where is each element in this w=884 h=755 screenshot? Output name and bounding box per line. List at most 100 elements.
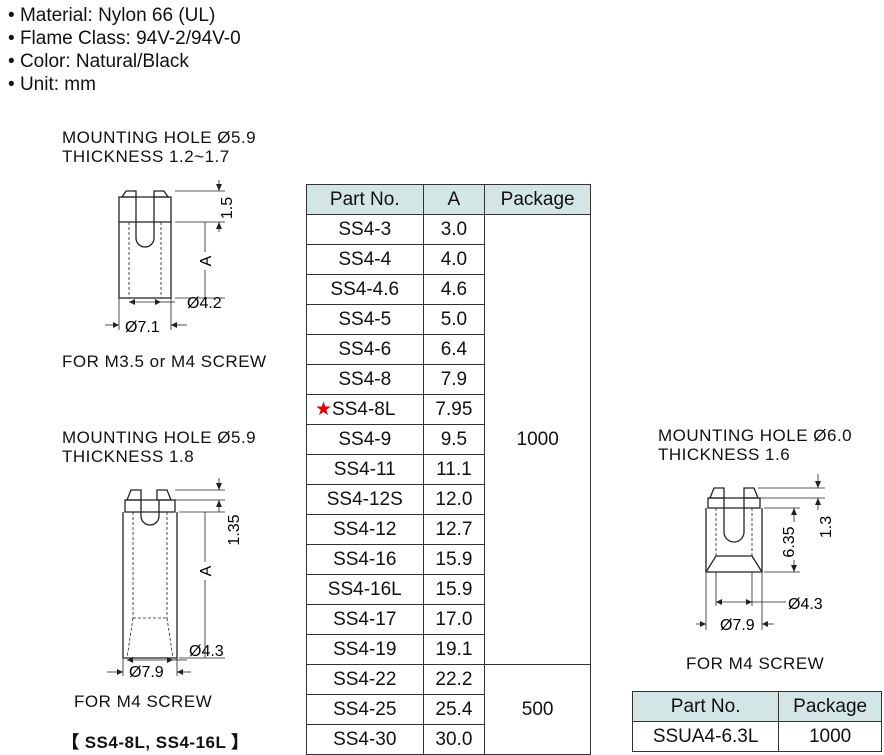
cell-part-no: SS4-17 [306, 604, 424, 635]
part-number-text: SS4-12 [333, 518, 397, 540]
cell-a: 22.2 [422, 664, 486, 695]
table-row: SSUA4-6.3L 1000 [631, 721, 882, 752]
cell-part-no: SS4-16L [306, 574, 424, 605]
cell-part-no: SS4-19 [306, 634, 424, 665]
part-number-text: SS4-30 [333, 728, 397, 750]
table-row: SS4-11 11.1 [306, 454, 591, 485]
table-row: SS4-19 19.1 [306, 634, 591, 665]
cell-a: 19.1 [422, 634, 486, 665]
table-row: SS4-25 25.4 [306, 694, 591, 725]
cell-part-no: ★SS4-8L [306, 394, 424, 425]
diagram3-dim-inner: Ø4.3 [788, 596, 823, 613]
cell-a: 3.0 [422, 214, 486, 245]
part-number-text: SS4-12S [326, 488, 403, 510]
diagram3-dim-outer: Ø7.9 [720, 617, 755, 634]
cell-part-no: SS4-3 [306, 214, 424, 245]
part-number-text: SS4-22 [333, 668, 397, 690]
table-row: SS4-16L 15.9 [306, 574, 591, 605]
cell-part-no: SS4-4 [306, 244, 424, 275]
header-part-no: Part No. [306, 184, 424, 215]
cell-part-no: SS4-4.6 [306, 274, 424, 305]
table-row: SS4-12S 12.0 [306, 484, 591, 515]
table-row: SS4-5 5.0 [306, 304, 591, 335]
cell-part-no: SS4-11 [306, 454, 424, 485]
cell-a: 12.7 [422, 514, 486, 545]
table-header-row: Part No. Package [631, 691, 882, 722]
part-number-text: SS4-16L [327, 578, 402, 600]
spec-item: • Unit: mm [8, 74, 96, 95]
diagram1-dim-a: A [198, 255, 215, 266]
diagram1-drawing: 1.5 A Ø4.2 Ø7.1 [105, 180, 236, 336]
cell-package: 1000 [484, 214, 591, 665]
cell-package: 1000 [778, 721, 882, 752]
header-package: Package [778, 691, 882, 722]
part-number-text: SS4-6 [338, 338, 392, 360]
part-number-text: SS4-17 [333, 608, 397, 630]
part-number-text: SS4-25 [333, 698, 397, 720]
cell-part-no: SS4-22 [306, 664, 424, 695]
table-row: SS4-9 9.5 [306, 424, 591, 455]
diagram2-caption: MOUNTING HOLE Ø5.9 THICKNESS 1.8 [62, 428, 257, 466]
cell-a: 15.9 [422, 574, 486, 605]
cell-a: 7.9 [422, 364, 486, 395]
ssua-table: Part No. Package SSUA4-6.3L 1000 [631, 691, 882, 752]
part-number-text: SS4-8 [338, 368, 392, 390]
cell-a: 25.4 [422, 694, 486, 725]
part-number-text: SS4-19 [333, 638, 397, 660]
header-a: A [422, 184, 486, 215]
cell-a: 12.0 [422, 484, 486, 515]
diagram3-drawing: 1.3 6.35 Ø4.3 Ø7.9 [696, 474, 835, 634]
cell-a: 4.0 [422, 244, 486, 275]
cell-a: 17.0 [422, 604, 486, 635]
part-number-text: SS4-4.6 [330, 278, 400, 300]
cell-a: 9.5 [422, 424, 486, 455]
cell-a: 11.1 [422, 454, 486, 485]
star-icon: ★ [315, 399, 333, 420]
diagram2-dim-a: A [198, 565, 215, 576]
cell-part-no: SS4-25 [306, 694, 424, 725]
table-row: SS4-8 7.9 [306, 364, 591, 395]
diagram2-dim-outer: Ø7.9 [129, 664, 164, 678]
part-number-text: SS4-16 [333, 548, 397, 570]
diagram2-drawing: 1.35 A Ø4.3 Ø7.9 [107, 478, 243, 678]
part-number-text: SS4-11 [333, 458, 396, 480]
table-row: SS4-17 17.0 [306, 604, 591, 635]
diagram2-dim-inner: Ø4.3 [189, 643, 224, 660]
part-number-text: SS4-8L [332, 399, 396, 420]
cell-part-no: SS4-12 [306, 514, 424, 545]
cell-part-no: SS4-5 [306, 304, 424, 335]
part-number-text: SS4-9 [338, 428, 392, 450]
cell-package: 500 [484, 664, 591, 755]
diagram3-dim-mid: 6.35 [781, 526, 798, 557]
cell-part-no: SS4-30 [306, 724, 424, 755]
spec-item: • Color: Natural/Black [8, 51, 189, 72]
diagram1-dim-outer: Ø7.1 [125, 319, 160, 336]
diagram3-screw-note: FOR M4 SCREW [686, 654, 825, 673]
cell-part-no: SSUA4-6.3L [631, 721, 780, 752]
part-number-text: SS4-4 [338, 248, 392, 270]
cell-a: 5.0 [422, 304, 486, 335]
diagram2-screw-note: FOR M4 SCREW [74, 692, 213, 711]
part-number-text: SS4-5 [338, 308, 392, 330]
cell-a: 7.95 [422, 394, 486, 425]
diagram2-dim-top: 1.35 [226, 514, 243, 545]
header-part-no: Part No. [631, 691, 780, 722]
spec-list: • Material: Nylon 66 (UL) • Flame Class:… [8, 4, 241, 96]
cell-part-no: SS4-8 [306, 364, 424, 395]
diagram1-screw-note: FOR M3.5 or M4 SCREW [62, 352, 267, 371]
cell-part-no: SS4-16 [306, 544, 424, 575]
diagram1-dim-inner: Ø4.2 [187, 295, 222, 312]
spec-item: • Material: Nylon 66 (UL) [8, 5, 216, 26]
cell-part-no: SS4-6 [306, 334, 424, 365]
part-number-text: SS4-3 [338, 218, 392, 240]
header-package: Package [484, 184, 591, 215]
diagram2-models: 【 SS4-8L, SS4-16L 】 [62, 733, 249, 752]
diagram3-caption: MOUNTING HOLE Ø6.0 THICKNESS 1.6 [658, 426, 853, 464]
diagram1-caption: MOUNTING HOLE Ø5.9 THICKNESS 1.2~1.7 [62, 128, 257, 166]
